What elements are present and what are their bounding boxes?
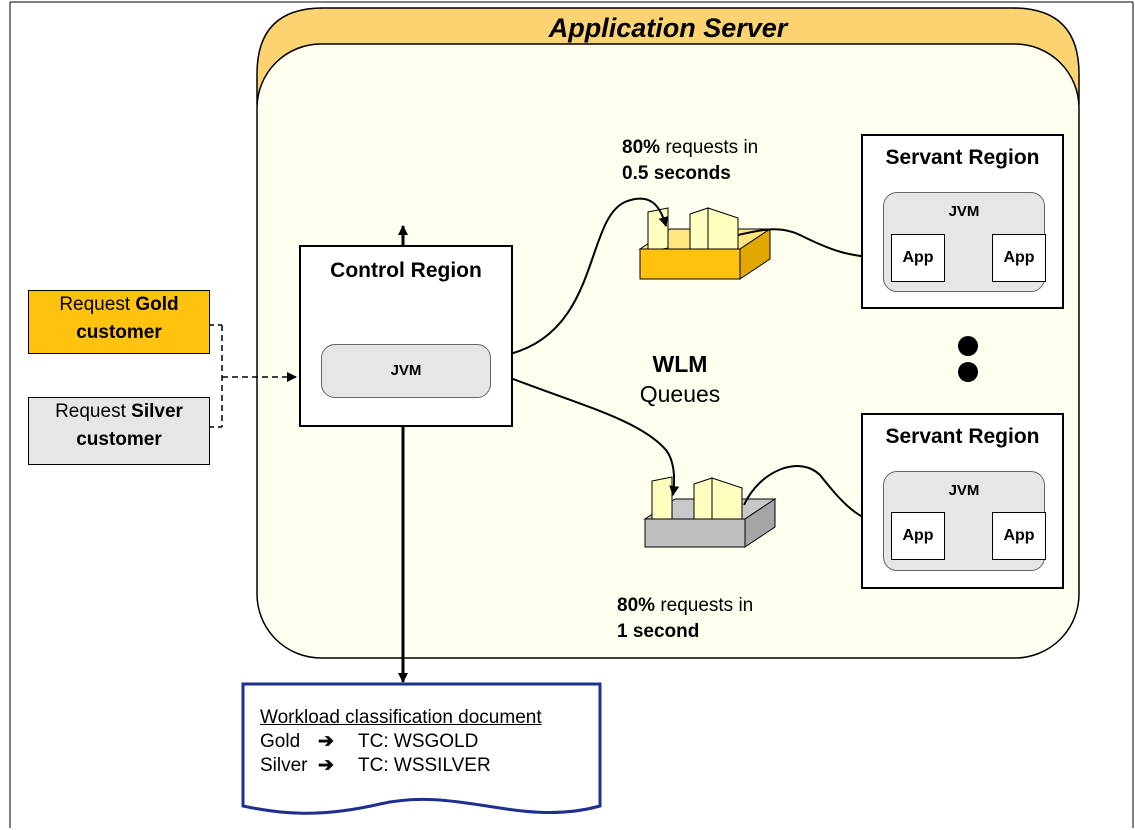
gold-goal-time: 0.5 seconds <box>622 163 731 184</box>
servant-region-2-app-2: App <box>992 512 1046 560</box>
control-region-box: Control Region JVM <box>299 245 513 427</box>
gold-goal-text: requests in <box>665 137 759 158</box>
servant-region-1-jvm-label: JVM <box>948 203 980 220</box>
doc-row-gold-class: Gold <box>260 731 301 752</box>
request-gold-box: Request Gold customer <box>28 290 210 354</box>
gold-goal-note: 80% requests in 0.5 seconds <box>622 135 758 187</box>
request-silver-box: Request Silver customer <box>28 397 210 465</box>
servant-region-1-box: Servant Region JVM <box>861 134 1064 309</box>
request-gold-label: Gold <box>135 294 179 315</box>
arrow-right-icon: ➔ <box>318 755 334 776</box>
gold-queue-tray <box>638 207 772 280</box>
doc-row-silver-tc: TC: WSSILVER <box>358 755 491 776</box>
servant-region-2-title: Servant Region <box>885 425 1040 448</box>
gold-goal-percent: 80% <box>622 137 661 158</box>
silver-goal-time: 1 second <box>617 621 700 642</box>
control-region-jvm-label: JVM <box>390 362 422 379</box>
application-server-title: Application Server <box>548 13 788 43</box>
silver-goal-text: requests in <box>660 595 754 616</box>
request-silver-customer: customer <box>76 429 162 450</box>
silver-goal-percent: 80% <box>617 595 656 616</box>
servant-region-2-box: Servant Region JVM <box>861 413 1064 589</box>
silver-queue-tray <box>643 476 777 548</box>
servant-region-2-jvm-label: JVM <box>948 482 980 499</box>
wlm-label: WLM <box>652 351 708 377</box>
workload-document-title: Workload classification document <box>260 707 542 728</box>
request-silver-prefix: Request <box>55 401 126 422</box>
silver-goal-note: 80% requests in 1 second <box>617 593 753 645</box>
ellipsis-dot-top <box>958 336 978 356</box>
doc-row-gold-tc: TC: WSGOLD <box>358 731 479 752</box>
ellipsis-dot-bottom <box>958 362 978 382</box>
workload-document-row-silver: Silver ➔ TC: WSSILVER <box>260 754 542 778</box>
doc-row-silver-class: Silver <box>260 755 308 776</box>
request-connectors <box>208 324 297 428</box>
workload-document-row-gold: Gold ➔ TC: WSGOLD <box>260 730 542 754</box>
servant-region-1-app-2: App <box>992 234 1046 282</box>
arrow-right-icon: ➔ <box>318 731 334 752</box>
queues-label: Queues <box>639 381 721 407</box>
request-gold-prefix: Request <box>59 294 131 315</box>
servant-region-1-title: Servant Region <box>885 146 1040 169</box>
servant-region-1-app-1: App <box>891 234 945 282</box>
control-region-jvm: JVM <box>321 344 491 398</box>
request-silver-label: Silver <box>131 401 183 422</box>
workload-document: Workload classification document Gold ➔ TC… <box>260 706 542 778</box>
control-region-title: Control Region <box>330 259 482 282</box>
wlm-queues-label: WLM Queues <box>620 349 740 409</box>
request-gold-customer: customer <box>76 322 162 343</box>
workload-document-paper <box>241 682 602 815</box>
servant-region-2-app-1: App <box>891 512 945 560</box>
